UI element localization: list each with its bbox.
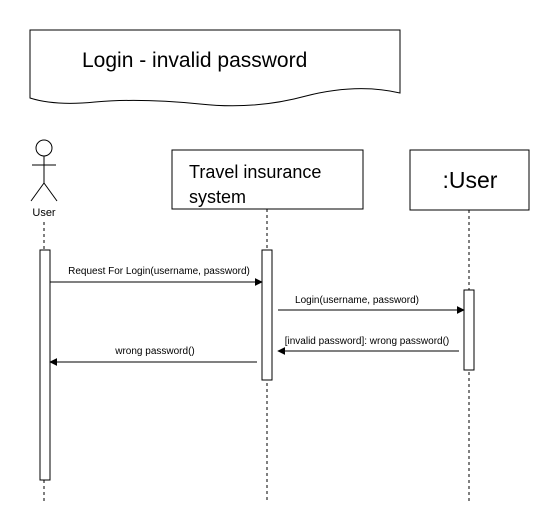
diagram-title: Login - invalid password [82,49,307,72]
diagram-title-note: Login - invalid password [29,29,401,107]
message-label-request-login: Request For Login(username, password) [68,266,250,277]
activation-bar-user-object [463,289,475,371]
participant-user-object: :User [409,149,530,211]
participant-box-user-object [409,149,530,211]
participant-system-label-line2: system [189,187,246,207]
title-note-shape [29,29,401,107]
message-label-invalid-password: [invalid password]: wrong password() [285,336,450,347]
messages [49,278,465,366]
actor-user-label: User [32,207,56,219]
activation-bar-user [39,249,51,481]
activation-bar-system [261,249,273,381]
participant-system-label-line1: Travel insurance [189,162,321,182]
message-label-login: Login(username, password) [295,295,419,306]
participant-travel-insurance-system: Travel insurance system [171,149,364,210]
stick-figure-actor-icon [30,139,58,202]
participant-box-system [171,149,364,210]
actor-user: User [30,139,58,219]
lifelines [43,209,470,502]
activation-bars [39,249,475,481]
participant-user-object-label: :User [443,167,498,193]
message-labels: Request For Login(username, password) Lo… [68,266,449,357]
message-label-wrong-password: wrong password() [114,346,194,357]
